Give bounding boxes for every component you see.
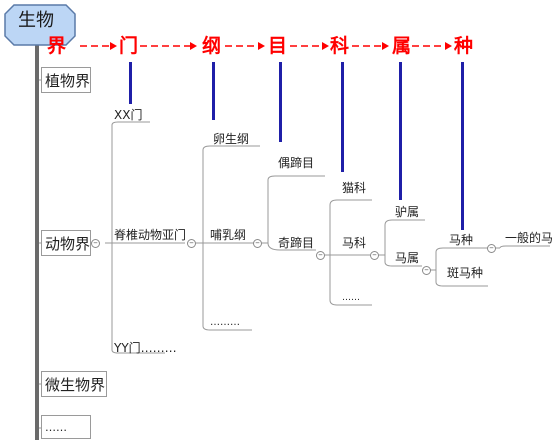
node-genus-donkey[interactable]: 驴属	[395, 205, 420, 219]
rank-phylum: 门	[119, 35, 139, 57]
node-leaf-common-horse[interactable]: 一般的马	[505, 231, 554, 245]
collapse-genus-icon[interactable]: –	[422, 266, 431, 275]
rank-genus: 属	[392, 35, 412, 57]
root-node-shape	[4, 4, 76, 46]
node-order-artiodactyla[interactable]: 偶蹄目	[278, 156, 315, 170]
link-order	[279, 62, 282, 142]
node-phylum-vertebrata[interactable]: 脊椎动物亚门	[114, 228, 187, 242]
rank-class: 纲	[202, 35, 222, 57]
kingdom-more[interactable]: ……	[41, 415, 91, 439]
link-genus	[399, 62, 402, 200]
root-label: 生物	[18, 10, 54, 31]
main-spine	[35, 40, 39, 440]
kingdom-plant[interactable]: 植物界	[41, 67, 91, 93]
node-class-more[interactable]: ………	[210, 317, 240, 328]
node-phylum-xx[interactable]: XX门	[114, 108, 143, 122]
rank-family: 科	[330, 35, 350, 57]
kingdom-microbe[interactable]: 微生物界	[41, 371, 107, 397]
link-class	[212, 62, 215, 120]
rank-order: 目	[268, 35, 288, 57]
node-class-oviparous[interactable]: 卵生纲	[213, 132, 250, 146]
node-species-zebra[interactable]: 斑马种	[447, 266, 484, 280]
rank-arrows	[80, 42, 452, 50]
collapse-order-icon[interactable]: –	[316, 251, 325, 260]
rank-kingdom: 界	[47, 35, 67, 57]
link-phylum	[129, 62, 132, 104]
node-order-perissodactyla[interactable]: 奇蹄目	[278, 236, 315, 250]
node-family-equidae[interactable]: 马科	[342, 236, 367, 250]
node-family-felidae[interactable]: 猫科	[342, 181, 367, 195]
node-phylum-yy[interactable]: YY门………	[114, 341, 177, 355]
collapse-family-icon[interactable]: –	[370, 251, 379, 260]
rank-species: 种	[454, 35, 474, 57]
collapse-kingdom-animal-icon[interactable]: –	[91, 239, 100, 248]
link-family	[341, 62, 344, 172]
link-species	[461, 62, 464, 230]
node-family-more[interactable]: ……	[342, 293, 360, 303]
kingdom-animal[interactable]: 动物界	[41, 230, 91, 256]
collapse-class-icon[interactable]: –	[253, 239, 262, 248]
collapse-species-icon[interactable]: –	[487, 244, 496, 253]
collapse-phylum-icon[interactable]: –	[187, 239, 196, 248]
node-species-horse[interactable]: 马种	[449, 233, 474, 247]
node-genus-equus[interactable]: 马属	[395, 251, 420, 265]
node-class-mammalia[interactable]: 哺乳纲	[210, 228, 247, 242]
